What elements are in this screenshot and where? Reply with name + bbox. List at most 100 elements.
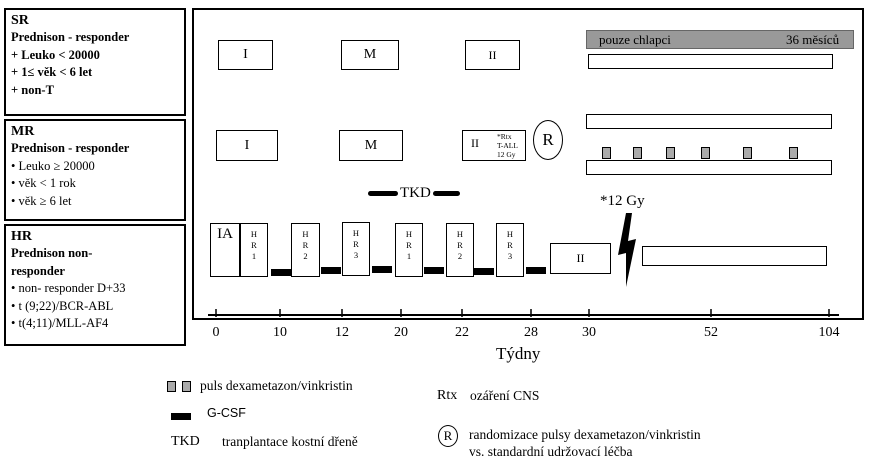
sr-block-m-label: M bbox=[363, 47, 377, 62]
mr-block-m-label: M bbox=[364, 137, 378, 153]
risk-group-mr-title: MR bbox=[11, 124, 35, 139]
axis-tick-label: 30 bbox=[582, 325, 596, 340]
mr-block-ii: II *Rtx T-ALL 12 Gy bbox=[462, 130, 526, 161]
mr-rtx-note: *Rtx T-ALL 12 Gy bbox=[497, 132, 518, 159]
time-axis-line bbox=[208, 314, 839, 316]
sr-block-i: I bbox=[218, 40, 273, 70]
hr-block-letter: R bbox=[302, 240, 309, 250]
sr-block-ii-label: II bbox=[488, 47, 497, 62]
gray-bar-left-label: pouze chlapci bbox=[599, 32, 671, 47]
hr-block-number: 2 bbox=[303, 251, 308, 261]
risk-group-sr-line: + 1≤ věk < 6 let bbox=[11, 65, 93, 79]
legend-r-symbol-label: R bbox=[443, 428, 453, 443]
tkd-label: TKD bbox=[400, 185, 431, 201]
mr-maintenance-bar-top bbox=[586, 114, 832, 129]
sr-maintenance-bar bbox=[588, 54, 833, 69]
legend-gcsf-swatch bbox=[171, 413, 191, 420]
hr-block-letter: H bbox=[405, 229, 413, 239]
hr-block-ia-label: IA bbox=[217, 226, 233, 242]
gcsf-marker bbox=[424, 267, 444, 274]
risk-group-hr-line: • t(4;11)/MLL-AF4 bbox=[11, 316, 109, 330]
legend-puls-text: puls dexametazon/vinkristin bbox=[200, 378, 353, 393]
hr-block-letter: H bbox=[506, 229, 514, 239]
risk-group-hr-title: HR bbox=[11, 229, 32, 244]
mr-block-i-label: I bbox=[244, 137, 250, 153]
risk-group-mr-line: Prednison - responder bbox=[11, 141, 130, 155]
legend-gcsf-text: G-CSF bbox=[207, 406, 246, 420]
mr-block-i: I bbox=[216, 130, 278, 161]
risk-group-mr-line: • věk < 1 rok bbox=[11, 176, 76, 190]
mr-block-m: M bbox=[339, 130, 403, 161]
mr-rtx-note-line: *Rtx bbox=[497, 132, 512, 141]
mr-maintenance-bar-bottom bbox=[586, 160, 832, 175]
treatment-schema-frame bbox=[192, 8, 864, 320]
legend-rtx-text: ozáření CNS bbox=[470, 388, 540, 403]
gcsf-marker bbox=[474, 268, 494, 275]
hr-block-letter: H bbox=[250, 229, 258, 239]
lightning-bolt-icon bbox=[618, 213, 636, 287]
sr-block-ii: II bbox=[465, 40, 520, 70]
hr-block-letter: R bbox=[406, 240, 412, 250]
randomization-circle-label: R bbox=[542, 130, 554, 149]
axis-tick-label: 22 bbox=[455, 325, 469, 340]
legend-puls-swatch bbox=[167, 381, 176, 392]
risk-group-hr: HR Prednison non- responder • non- respo… bbox=[4, 224, 186, 346]
hr-block-letter: R bbox=[507, 240, 513, 250]
puls-marker bbox=[602, 147, 611, 159]
time-axis-ticks bbox=[215, 309, 830, 317]
mr-rtx-note-line: 12 Gy bbox=[497, 150, 516, 159]
hr-block-number: 1 bbox=[406, 251, 412, 261]
axis-tick-label: 0 bbox=[212, 325, 220, 340]
legend-puls-swatch bbox=[182, 381, 191, 392]
sr-block-m: M bbox=[341, 40, 399, 70]
puls-marker bbox=[701, 147, 710, 159]
randomization-circle: R bbox=[533, 120, 563, 160]
legend-r-text-1: randomizace pulsy dexametazon/vinkristin bbox=[469, 427, 701, 442]
gcsf-marker bbox=[271, 269, 291, 276]
risk-group-sr-line: + non-T bbox=[11, 82, 54, 97]
risk-group-sr-line: Prednison - responder bbox=[11, 30, 130, 44]
axis-tick-label: 104 bbox=[818, 325, 840, 340]
hr-block-letter: H bbox=[456, 229, 464, 239]
hr-block-ii: II bbox=[550, 243, 611, 274]
risk-group-hr-line: • t (9;22)/BCR-ABL bbox=[11, 298, 114, 313]
axis-tick-label: 20 bbox=[394, 325, 408, 340]
hr-block-letter: R bbox=[251, 240, 257, 250]
hr-block-letter: H bbox=[352, 228, 360, 238]
risk-group-sr-title: SR bbox=[11, 13, 29, 28]
tkd-bar-left bbox=[368, 191, 398, 196]
puls-marker bbox=[789, 147, 798, 159]
hr-block-letter: R bbox=[457, 240, 463, 250]
risk-group-mr-line: • věk ≥ 6 let bbox=[11, 193, 72, 208]
axis-tick-label: 12 bbox=[335, 325, 349, 340]
puls-marker bbox=[743, 147, 752, 159]
hr-block-number: 3 bbox=[507, 251, 513, 261]
gy-annotation: *12 Gy bbox=[600, 193, 645, 209]
hr-maintenance-bar bbox=[642, 246, 827, 266]
gcsf-marker bbox=[526, 267, 546, 274]
tkd-bar-right bbox=[433, 191, 460, 196]
risk-group-mr: MR Prednison - responder • Leuko ≥ 20000… bbox=[4, 119, 186, 221]
gcsf-marker bbox=[372, 266, 392, 273]
legend-r-text-2: vs. standardní udržovací léčba bbox=[469, 444, 633, 459]
hr-block-ia: IA bbox=[210, 223, 240, 277]
legend-rtx-abbr: Rtx bbox=[437, 388, 458, 403]
axis-title: Týdny bbox=[496, 344, 541, 363]
axis-tick-label: 10 bbox=[273, 325, 287, 340]
hr-block-number: 2 bbox=[457, 251, 463, 261]
axis-tick-label: 28 bbox=[524, 325, 538, 340]
hr-block-letter: H bbox=[302, 229, 309, 239]
sr-block-i-label: I bbox=[243, 47, 248, 62]
risk-group-hr-line: • non- responder D+33 bbox=[11, 281, 126, 295]
axis-tick-label: 52 bbox=[704, 325, 718, 340]
puls-marker bbox=[666, 147, 675, 159]
mr-rtx-note-line: T-ALL bbox=[497, 141, 518, 150]
risk-group-hr-line: responder bbox=[11, 263, 65, 278]
puls-marker bbox=[633, 147, 642, 159]
risk-group-sr: SR Prednison - responder + Leuko < 20000… bbox=[4, 8, 186, 116]
